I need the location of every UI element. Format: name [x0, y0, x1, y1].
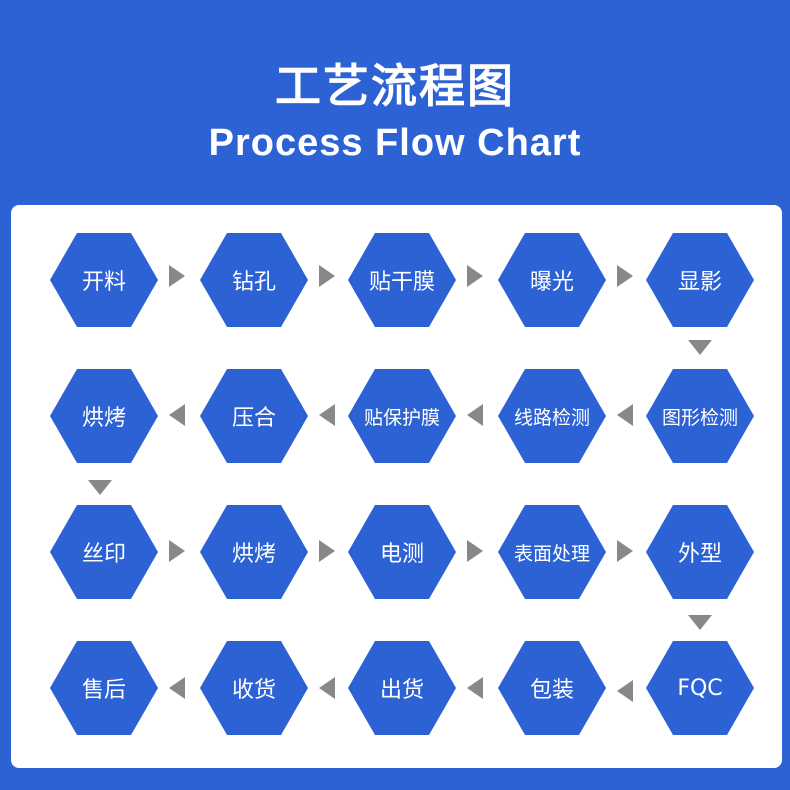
step-cutting: 开料 — [50, 233, 158, 327]
arrow-down-icon — [88, 480, 112, 495]
arrow-left-icon — [617, 680, 633, 702]
arrow-right-icon — [617, 265, 633, 287]
step-profiling: 外型 — [646, 505, 754, 599]
arrow-left-icon — [319, 677, 335, 699]
arrow-left-icon — [169, 677, 185, 699]
flow-panel: 开料 钻孔 贴干膜 曝光 显影 图形检测 线路检测 贴保护膜 压合 烘烤 丝印 … — [11, 205, 782, 768]
title-chinese: 工艺流程图 — [275, 59, 515, 113]
title-english: Process Flow Chart — [208, 122, 582, 164]
step-exposure: 曝光 — [498, 233, 606, 327]
arrow-right-icon — [467, 265, 483, 287]
step-shipping: 出货 — [348, 641, 456, 735]
step-developing: 显影 — [646, 233, 754, 327]
step-dry-film: 贴干膜 — [348, 233, 456, 327]
step-circuit-inspection: 线路检测 — [498, 369, 606, 463]
step-after-sales: 售后 — [50, 641, 158, 735]
step-silkscreen: 丝印 — [50, 505, 158, 599]
step-receiving: 收货 — [200, 641, 308, 735]
arrow-right-icon — [319, 265, 335, 287]
arrow-left-icon — [467, 404, 483, 426]
arrow-down-icon — [688, 615, 712, 630]
arrow-right-icon — [467, 540, 483, 562]
arrow-left-icon — [467, 677, 483, 699]
step-packing: 包装 — [498, 641, 606, 735]
step-pattern-inspection: 图形检测 — [646, 369, 754, 463]
arrow-right-icon — [169, 540, 185, 562]
step-baking-2: 烘烤 — [200, 505, 308, 599]
arrow-left-icon — [319, 404, 335, 426]
arrow-down-icon — [688, 340, 712, 355]
step-protective-film: 贴保护膜 — [348, 369, 456, 463]
step-baking-1: 烘烤 — [50, 369, 158, 463]
step-fqc: FQC — [646, 641, 754, 735]
arrow-right-icon — [319, 540, 335, 562]
step-electrical-test: 电测 — [348, 505, 456, 599]
arrow-left-icon — [617, 404, 633, 426]
arrow-right-icon — [617, 540, 633, 562]
step-drilling: 钻孔 — [200, 233, 308, 327]
step-lamination: 压合 — [200, 369, 308, 463]
arrow-left-icon — [169, 404, 185, 426]
step-surface-treatment: 表面处理 — [498, 505, 606, 599]
arrow-right-icon — [169, 265, 185, 287]
